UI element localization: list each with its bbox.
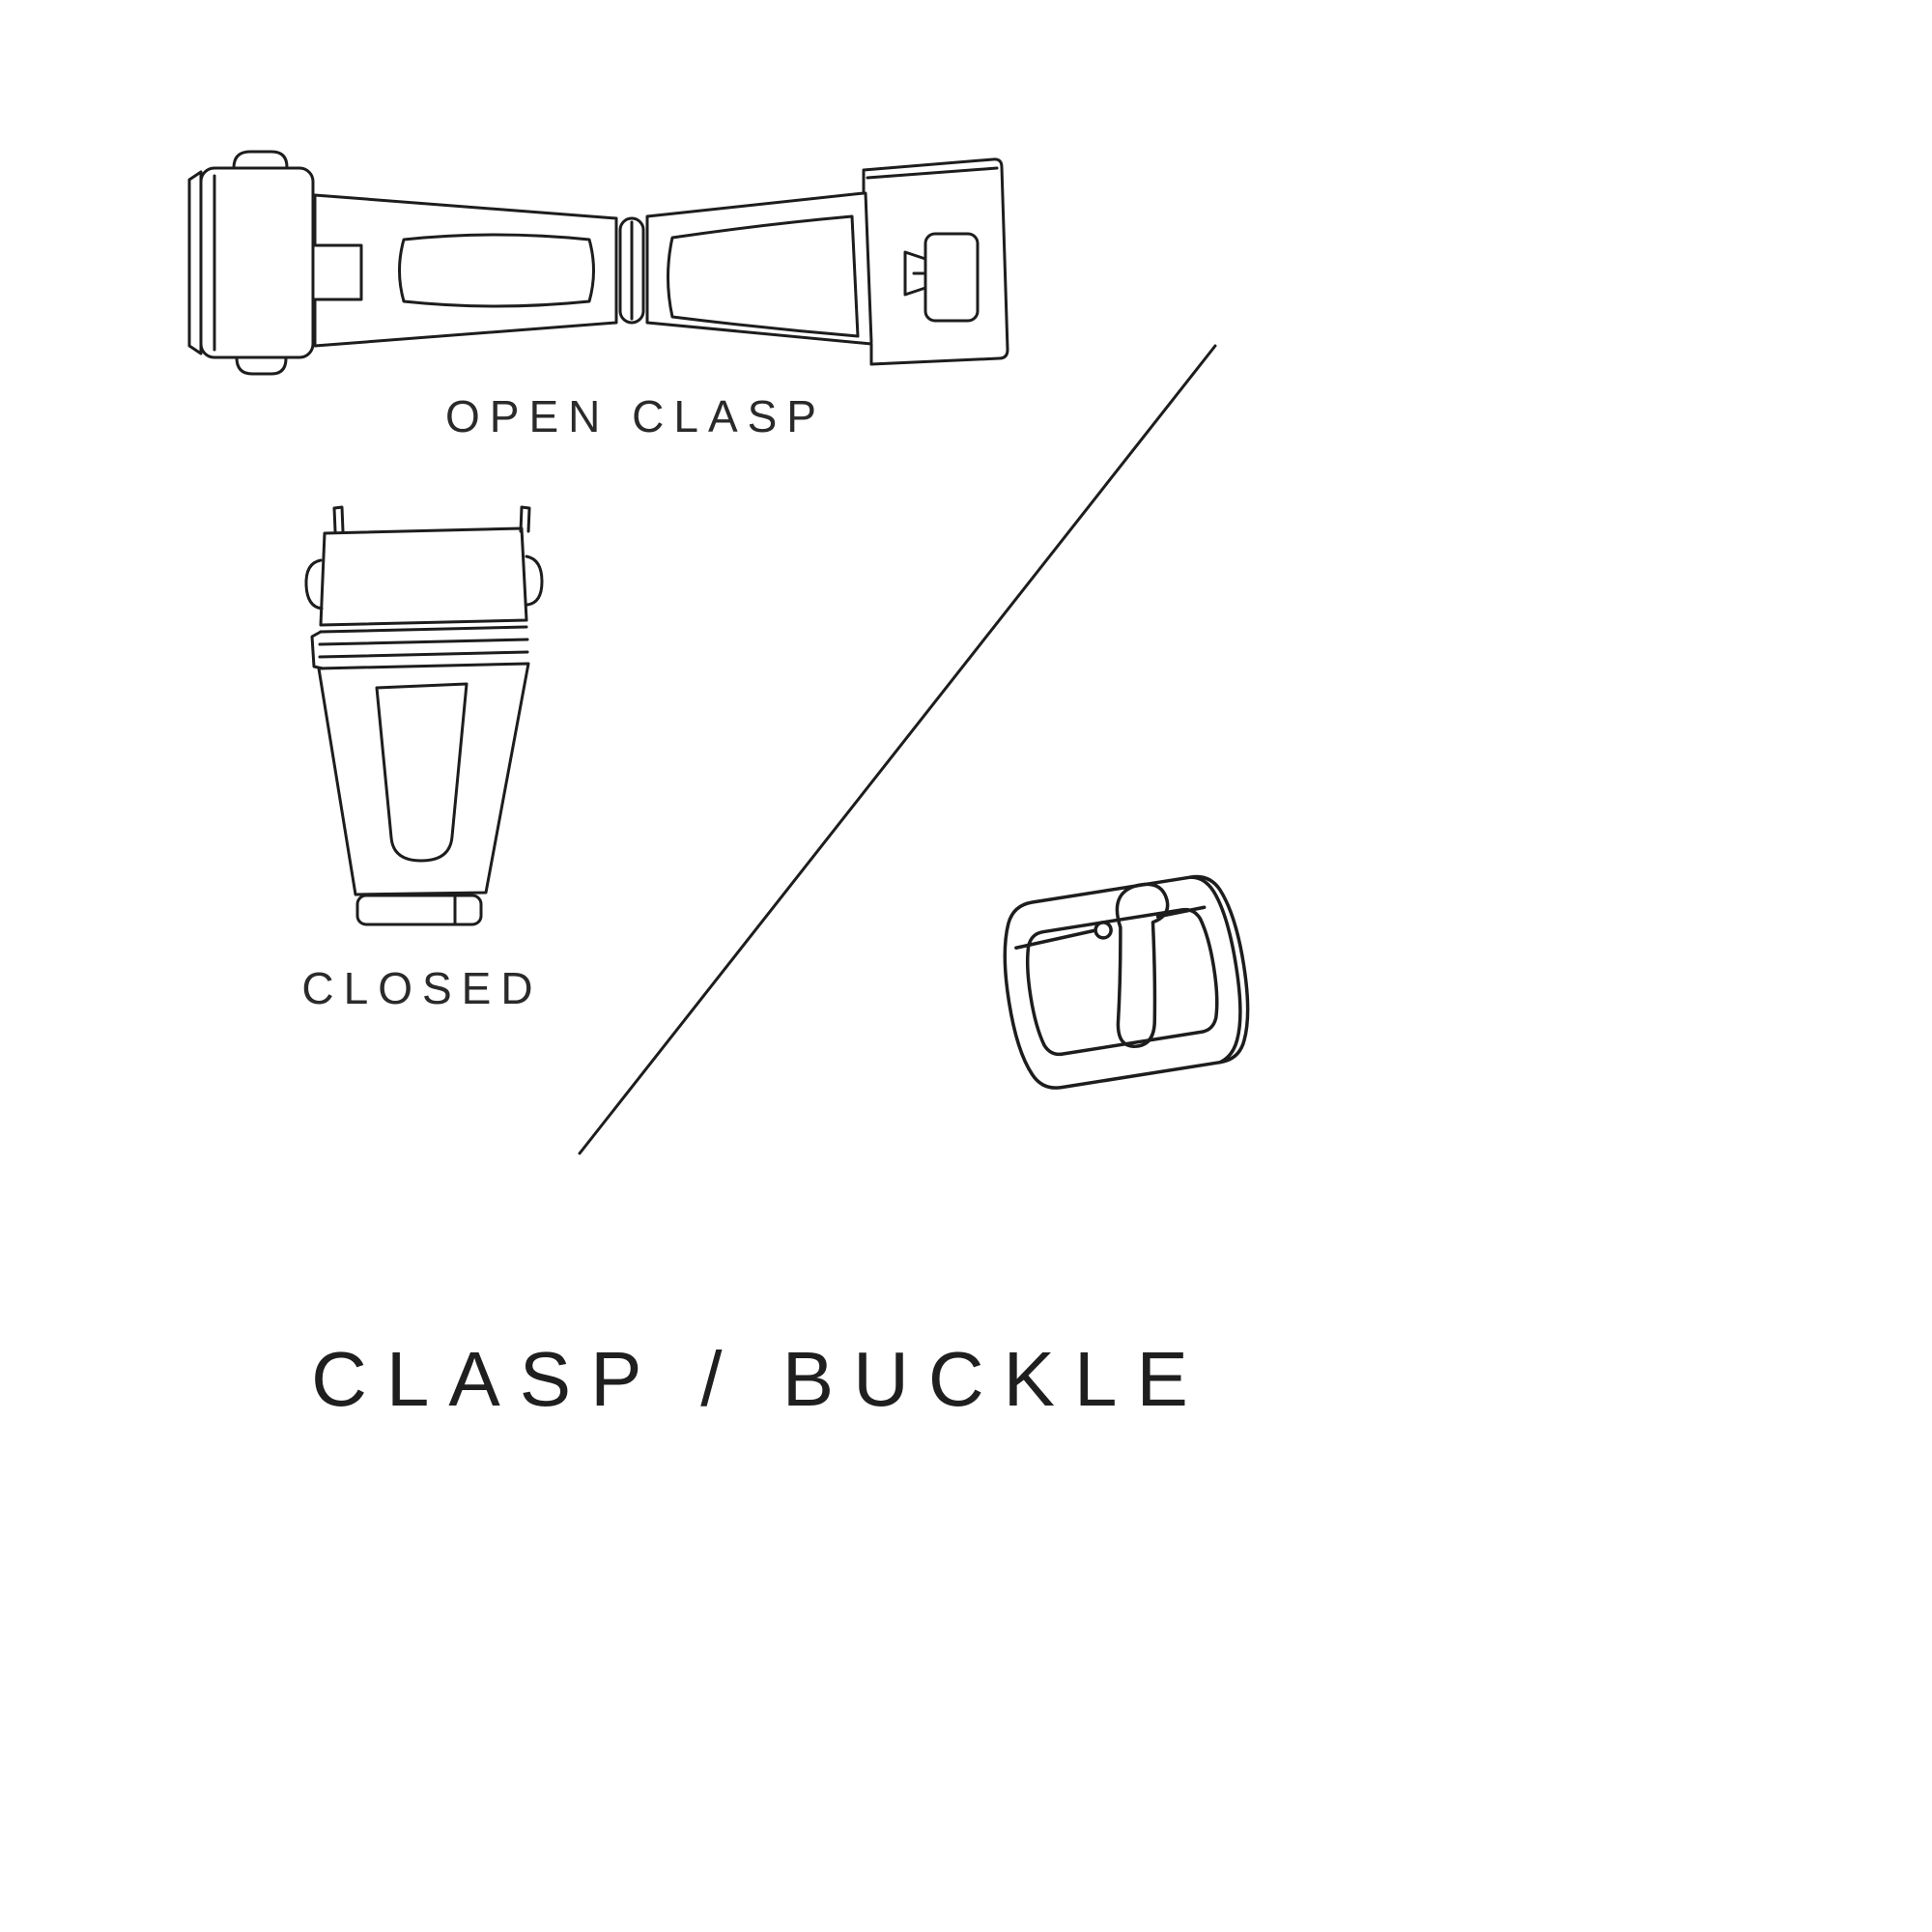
closed-clasp-body <box>317 662 530 896</box>
open-clasp-left-link-body <box>199 166 315 359</box>
buckle-bar-ring <box>1094 921 1113 940</box>
diagonal-divider-line <box>578 344 1217 1155</box>
page-title: CLASP / BUCKLE <box>311 1336 1208 1422</box>
closed-clasp-band-2 <box>318 638 529 646</box>
buckle-bar-left <box>1014 928 1095 950</box>
open-clasp-catch-hook <box>903 250 927 297</box>
open-clasp-left-arm <box>313 193 618 348</box>
closed-clasp-cover <box>319 526 528 627</box>
open-clasp-left-link-bottom-tab <box>235 355 288 376</box>
buckle-opening <box>1025 907 1219 1057</box>
open-clasp-illustration <box>187 150 1009 376</box>
closed-clasp-label: CLOSED <box>301 963 543 1013</box>
open-clasp-hinge <box>618 216 645 325</box>
open-clasp-left-link <box>187 170 203 355</box>
open-clasp-left-link-top-tab <box>232 150 289 170</box>
closed-clasp-illustration <box>304 505 544 926</box>
open-clasp-right-arm-step <box>864 191 873 344</box>
open-clasp-left-arm-inner <box>398 233 595 308</box>
closed-clasp-left-ear <box>304 558 324 611</box>
buckle-illustration <box>1003 874 1250 1090</box>
open-clasp-label: OPEN CLASP <box>445 391 826 441</box>
closed-clasp-band-1 <box>319 625 528 634</box>
closed-clasp-band-tab <box>310 630 325 670</box>
closed-clasp-body-inner <box>375 682 469 863</box>
closed-clasp-left-prong <box>332 505 345 533</box>
closed-clasp-bottom-cap <box>355 894 483 926</box>
closed-clasp-right-ear <box>525 554 544 607</box>
open-clasp-right-arm <box>645 157 1009 366</box>
buckle-frame-thickness <box>1188 875 1242 1065</box>
closed-clasp-band-3 <box>318 650 529 659</box>
open-clasp-catch <box>923 232 980 323</box>
divider-line <box>578 344 1217 1155</box>
open-clasp-right-arm-inner <box>667 214 860 338</box>
closed-clasp-right-prong <box>519 505 531 533</box>
buckle-tongue <box>1115 882 1170 1048</box>
open-clasp-right-arm-top-strip <box>866 166 999 180</box>
